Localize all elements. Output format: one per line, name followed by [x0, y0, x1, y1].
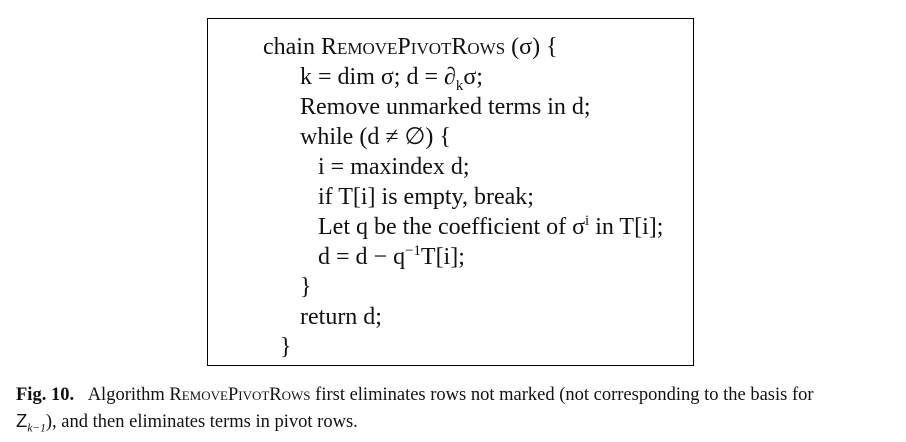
line-1-tail: σ; [463, 64, 483, 90]
algorithm-box [207, 18, 694, 366]
caption-text-start: Algorithm [87, 385, 165, 405]
figure-label: Fig. 10. [16, 385, 75, 405]
algo-line-3: while (d ≠ ∅) { [300, 124, 451, 150]
algorithm-header: chain RemovePivotRows (σ) { [263, 32, 558, 62]
line-1-text: k = dim σ; d = ∂ [300, 64, 456, 90]
algo-line-6: Let q be the coefficient of σi in T[i]; [318, 212, 663, 242]
caption-text-end: ), and then eliminates terms in pivot ro… [45, 412, 358, 432]
caption-text-middle: first eliminates rows not marked (not co… [315, 385, 814, 405]
algo-line-2: Remove unmarked terms in d; [300, 94, 591, 120]
line-6-superscript: i [585, 213, 590, 229]
return-type: chain [263, 34, 315, 60]
line-7-superscript: −1 [405, 243, 421, 259]
algorithm-name: RemovePivotRows [320, 34, 506, 60]
line-6-text: Let q be the coefficient of σ [318, 214, 586, 240]
line-1-subscript: k [455, 77, 464, 94]
algo-line-7: d = d − q−1T[i]; [318, 242, 465, 272]
line-7-text: d = d − q [318, 244, 406, 270]
return-line: return d; [300, 304, 382, 330]
while-close-brace: } [300, 274, 312, 300]
caption-algorithm-name: RemovePivotRows [169, 385, 311, 405]
figure-caption: Fig. 10. Algorithm RemovePivotRows first… [16, 382, 896, 435]
function-close-brace: } [280, 334, 292, 360]
algo-line-4: i = maxindex d; [318, 154, 470, 180]
caption-z-symbol: Z [16, 410, 28, 431]
line-7-tail: T[i]; [420, 244, 465, 270]
algo-line-5: if T[i] is empty, break; [318, 184, 534, 210]
caption-z-subscript: k−1 [27, 422, 46, 435]
algorithm-params: (σ) { [511, 34, 558, 60]
algo-line-1: k = dim σ; d = ∂kσ; [300, 62, 483, 94]
line-6-tail: in T[i]; [595, 214, 664, 240]
